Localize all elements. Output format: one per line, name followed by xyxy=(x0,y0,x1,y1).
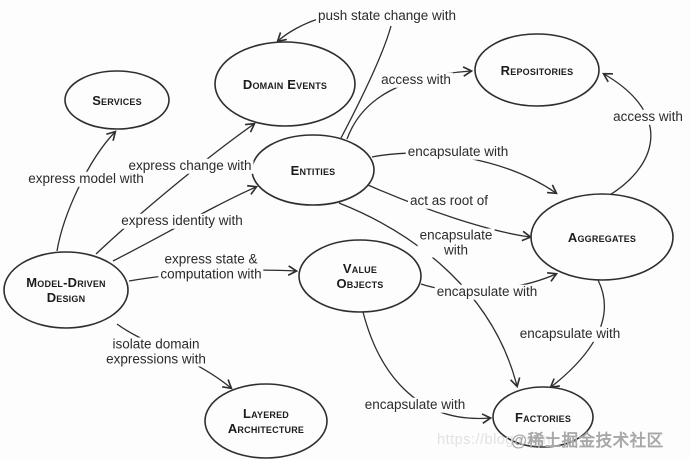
connector-value-objects-to-factories xyxy=(362,311,493,424)
node-layer xyxy=(3,33,674,459)
connector-aggregates-to-repositories xyxy=(602,72,652,197)
connector-label-encapsulate-with-entities-aggregates: encapsulate with xyxy=(405,143,511,160)
connector-push-state-label-to-domain-events xyxy=(276,18,319,43)
node-layered-architecture xyxy=(204,383,328,459)
connector-label-push-state-change-with: push state change with xyxy=(315,7,459,24)
connector-entities-to-push-state-label xyxy=(340,25,392,139)
connector-label-encapsulate-with-value-objects-aggregates: encapsulate with xyxy=(434,283,540,300)
node-domain-events xyxy=(214,41,356,127)
connector-entities-to-factories xyxy=(338,202,521,389)
node-aggregates xyxy=(530,193,674,281)
connector-entities-to-aggregates-act-as-root xyxy=(367,184,533,242)
connector-label-encapsulate-with-value-objects-factories: encapsulate with xyxy=(362,396,468,413)
node-repositories xyxy=(474,33,600,107)
watermark-community: @稀土掘金技术社区 xyxy=(511,432,664,450)
connector-model-driven-design-to-services xyxy=(56,130,117,252)
connector-label-access-with-entities-repositories: access with xyxy=(379,71,453,88)
node-value-objects xyxy=(298,239,422,313)
node-services xyxy=(64,70,170,130)
node-factories xyxy=(492,386,594,448)
connector-label-express-identity-with: express identity with xyxy=(119,212,245,229)
watermark-url: https://blog.csdn xyxy=(437,432,552,448)
connector-label-access-with-aggregates-repositories: access with xyxy=(611,108,685,125)
node-entities xyxy=(251,134,375,206)
node-model-driven-design xyxy=(3,251,129,329)
connector-model-driven-design-to-domain-events xyxy=(95,122,256,255)
connector-label-act-as-root-of: act as root of xyxy=(407,192,491,209)
connector-label-express-model-with: express model with xyxy=(26,170,146,187)
connector-label-express-change-with: express change with xyxy=(126,157,254,174)
connector-label-encapsulate-with-aggregates-factories: encapsulate with xyxy=(517,325,623,342)
connector-label-express-state-and-computation-with: express state &computation with xyxy=(158,251,264,282)
